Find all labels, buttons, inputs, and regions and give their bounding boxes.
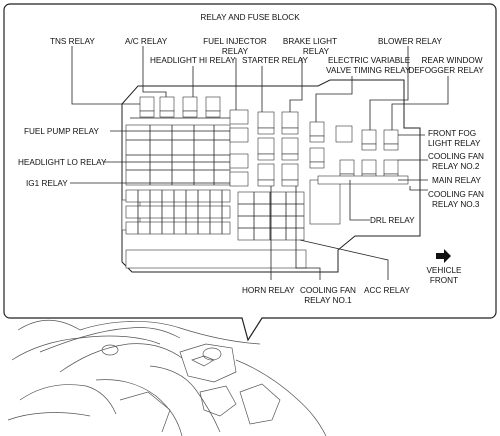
blower-relay-label: BLOWER RELAY [378,37,443,46]
fuse-grid-left [125,124,231,235]
relay-group-top [130,96,230,119]
headlight-hi-relay-label: HEADLIGHT HI RELAY [150,56,236,65]
cooling-fan-relay-no2-label-2: RELAY NO.2 [432,162,480,171]
cooling-fan-relay-no3-label-1: COOLING FAN [428,190,484,199]
drl-relay-label: DRL RELAY [370,216,415,225]
fuel-pump-relay-label: FUEL PUMP RELAY [24,127,99,136]
headlight-lo-relay-label: HEADLIGHT LO RELAY [18,158,107,167]
cooling-fan-relay-no2-label-1: COOLING FAN [428,152,484,161]
horn-relay-label: HORN RELAY [242,286,295,295]
cooling-fan-relay-no1-label-1: COOLING FAN [300,286,356,295]
vehicle-front-label-1: VEHICLE [426,266,462,275]
evvt-relay-label-2: VALVE TIMING RELAY [326,66,411,75]
rear-window-defogger-relay-label-1: REAR WINDOW [422,56,483,65]
relay-column-center [229,109,249,187]
tns-relay-label: TNS RELAY [50,37,95,46]
acc-relay-label: ACC RELAY [364,286,410,295]
front-fog-light-relay-label-2: LIGHT RELAY [428,139,481,148]
vehicle-front-label-2: FRONT [430,276,458,285]
cooling-fan-relay-no1-label-2: RELAY NO.1 [304,296,352,305]
evvt-relay-label-1: ELECTRIC VARIABLE [328,56,411,65]
brake-light-relay-label-1: BRAKE LIGHT [283,37,337,46]
fuel-injector-relay-label-1: FUEL INJECTOR [203,37,267,46]
brake-light-relay-label-2: RELAY [303,47,330,56]
engine-bay-illustration [7,319,327,436]
starter-relay-label: STARTER RELAY [242,56,309,65]
leader-lines [70,46,449,280]
fuel-injector-relay-label-2: RELAY [222,47,249,56]
diagram-title: RELAY AND FUSE BLOCK [200,13,300,22]
ig1-relay-label: IG1 RELAY [26,179,68,188]
cooling-fan-relay-no3-label-2: RELAY NO.3 [432,200,480,209]
ac-relay-label: A/C RELAY [125,37,168,46]
main-relay-label: MAIN RELAY [432,176,482,185]
right-arrow-icon [436,249,451,263]
rear-window-defogger-relay-label-2: DEFOGGER RELAY [408,66,484,75]
relay-cluster-right [309,121,409,185]
front-fog-light-relay-label-1: FRONT FOG [428,129,476,138]
